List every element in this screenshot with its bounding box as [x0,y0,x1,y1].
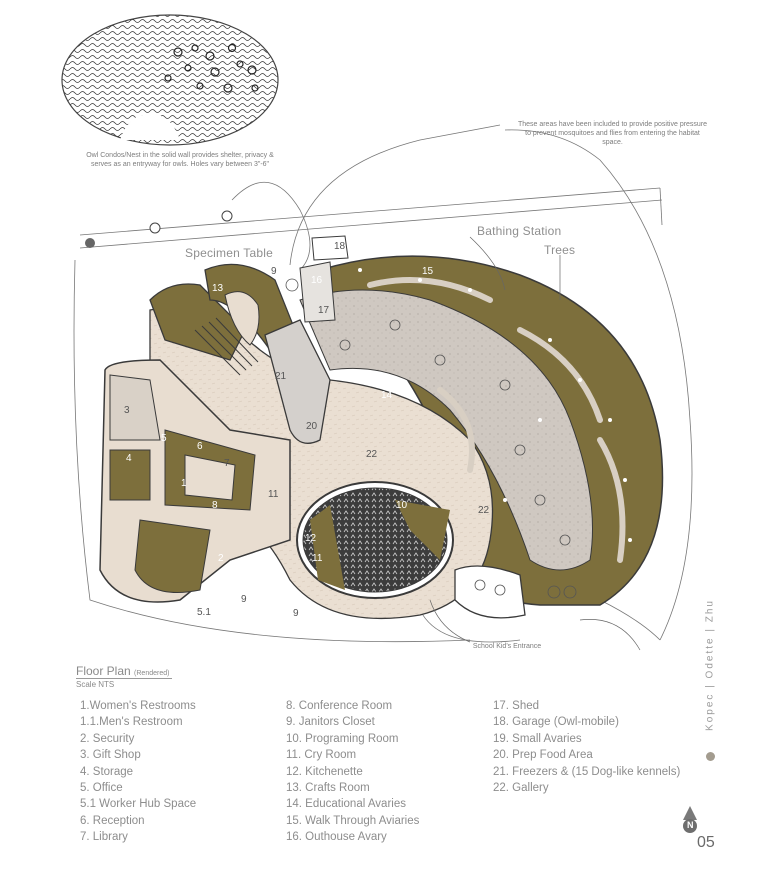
bathing-station-label: Bathing Station [477,224,562,238]
authors-vertical: Kopec | Odette | Zhu [700,590,720,740]
legend-item: 21. Freezers & (15 Dog-like kennels) [493,765,681,778]
room-number: 17 [318,305,330,316]
legend-item: 4. Storage [80,765,134,778]
legend-item: 19. Small Avaries [493,732,582,745]
legend-item: 13. Crafts Room [286,782,370,795]
legend-item: 6. Reception [80,814,145,827]
legend-column-3: 17. Shed 18. Garage (Owl-mobile) 19. Sma… [493,698,680,796]
room-number: 11 [268,489,279,500]
legend-item: 17. Shed [493,700,540,712]
room-number: 14 [381,390,393,401]
room-number: 11 [312,553,323,564]
site-trees [85,210,233,248]
legend-item: 8. Conference Room [286,700,393,712]
room-number: 18 [334,241,346,252]
north-arrow [683,806,697,833]
room-number: 15 [422,266,434,277]
legend-item: 14. Educational Avaries [286,798,406,811]
room-number: 2 [218,553,224,564]
legend-item: 2. Security [80,732,135,745]
room-number: 22 [478,505,490,516]
legend-item: 12. Kitchenette [286,765,363,778]
legend-item: 22. Gallery [493,782,549,795]
legend-item: 20. Prep Food Area [493,749,593,762]
plan-title-text: Floor Plan [76,664,131,678]
room-number: 16 [311,275,323,286]
room-number: 5.1 [197,607,211,618]
building-footprint [99,235,664,620]
title-rule [76,678,172,679]
site-lines [73,124,693,643]
plan-title: Floor Plan (Rendered) [76,664,169,678]
legend-item: 3. Gift Shop [80,749,141,762]
accent-dot [706,752,715,761]
legend-item: 1.1.Men's Restroom [80,716,183,729]
legend-item: 5. Office [80,782,123,795]
authors-text: Kopec | Odette | Zhu [704,599,716,731]
legend-item: 18. Garage (Owl-mobile) [493,716,619,729]
legend-item: 1.Women's Restrooms [80,700,196,712]
legend-item: 11. Cry Room [286,749,357,762]
page-number: 05 [697,834,715,851]
scale-note: Scale NTS [76,680,115,689]
leader-lines [429,236,641,651]
room-number: 22 [366,449,378,460]
room-number: 20 [306,421,318,432]
legend-column-2: 8. Conference Room 9. Janitors Closet 10… [286,698,419,846]
specimen-table-label: Specimen Table [185,246,273,260]
room-number: 4 [126,453,132,464]
room-number: 9 [293,608,299,619]
room-number: 10 [396,500,408,511]
pressure-note: These areas have been included to provid… [517,121,708,146]
legend-column-1: 1.Women's Restrooms 1.1.Men's Restroom 2… [80,698,196,846]
trees-label: Trees [544,243,576,257]
room-number: 21 [275,371,287,382]
room-number: 3 [124,405,130,416]
room-number: 13 [212,283,224,294]
room-number: 12 [305,533,317,544]
plan-title-suffix: (Rendered) [134,670,170,677]
legend-item: 10. Programing Room [286,732,399,745]
legend-item: 7. Library [80,831,128,844]
legend-item: 9. Janitors Closet [286,716,375,729]
north-label: N [687,820,694,830]
owl-wall-note: Owl Condos/Nest in the solid wall provid… [86,152,274,168]
room-number: 7 [224,458,230,469]
legend-item: 16. Outhouse Avary [286,831,387,844]
room-number: 6 [197,441,203,452]
room-number: 9 [271,266,277,277]
legend-item: 5.1 Worker Hub Space [80,798,197,811]
room-number: 8 [212,500,218,511]
owl-wall-detail [61,14,279,146]
legend-item: 15. Walk Through Aviaries [286,814,420,827]
school-entrance-label: School Kid's Entrance [472,643,542,650]
room-number: 9 [241,594,247,605]
room-number: 1 [181,478,187,489]
room-number: 5 [161,433,167,444]
